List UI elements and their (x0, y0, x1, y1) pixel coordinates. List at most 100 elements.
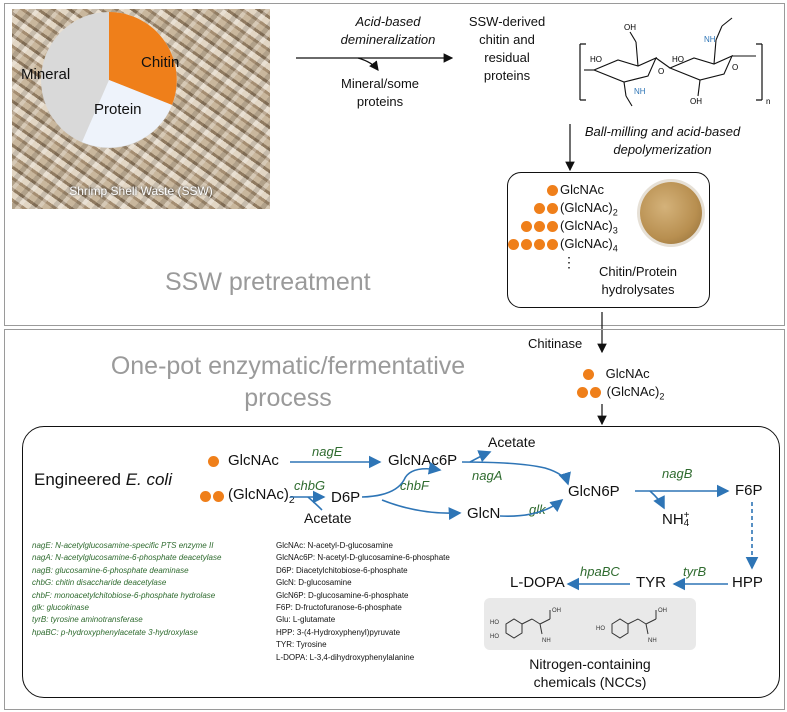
monomer-dot-icon (583, 369, 594, 381)
hydrolysate-row-4: (GlcNAc)4 (494, 236, 634, 254)
node-glcn6p: GlcN6P (568, 483, 620, 500)
composition-pie (41, 12, 177, 148)
legend-metabolite-row: GlcNAc6P: N-acetyl-D-glucosamine-6-phosp… (276, 553, 450, 563)
arrow-chbG-acetate (307, 496, 323, 511)
pie-label-protein: Protein (94, 101, 142, 118)
ecoli-box (22, 426, 780, 698)
dimer-dot-icon (590, 387, 601, 399)
mol-label-oh2: OH (658, 608, 667, 614)
hydrolysate-ellipsis: ⋮ (562, 254, 576, 270)
node-glcnac: GlcNAc (228, 452, 279, 469)
tetramer-dot-icon (508, 239, 519, 251)
legend-enzyme-row: glk: glucokinase (32, 603, 89, 613)
dimer-dot-icon (547, 203, 558, 215)
process-panel (4, 329, 785, 710)
step1-label-1: Acid-based (355, 14, 421, 29)
legend-metabolite-row: GlcNAc: N-acetyl-D-glucosamine (276, 541, 393, 550)
tyr-ring (611, 618, 629, 639)
hydrolysate-row-3: (GlcNAc)3 (506, 218, 630, 236)
product-1: SSW-derived (468, 14, 546, 29)
hydrolysate-row-1: GlcNAc (534, 182, 630, 197)
enzyme-chbF: chbF (400, 478, 429, 493)
dimer-dot-icon (534, 203, 545, 215)
struct-label-oh2: OH (690, 97, 702, 106)
enzyme-hpaBC: hpaBC (580, 564, 620, 579)
hydrolysate-row-2: (GlcNAc)2 (520, 200, 630, 218)
legend-enzyme-row: chbF: monoacetylchitobiose-6-phosphate h… (32, 590, 216, 600)
tetramer-dot-icon (534, 239, 545, 251)
node-glcn: GlcN (467, 505, 501, 522)
legend-metabolite-row: HPP: 3-(4-Hydroxyphenyl)pyruvate (276, 627, 401, 637)
struct-label-oh1: OH (624, 23, 636, 32)
legend-enzyme-row: hpaBC: p-hydroxyphenylacetate 3-hydroxyl… (32, 627, 198, 637)
legend-enzyme-row: nagB: glucosamine-6-phosphate deaminase (32, 565, 189, 575)
mol-label-ho3: HO (596, 626, 605, 632)
process-title-1: One-pot enzymatic/fermentative (110, 352, 466, 380)
node-nh4: NH+4 (662, 510, 690, 530)
hydrolysate-label-1: Chitin/Protein (598, 264, 678, 279)
glcnac2-dot-icon (213, 491, 224, 502)
process-title-2: process (244, 384, 332, 412)
node-tyr: TYR (636, 574, 666, 591)
byproduct-2: proteins (356, 94, 404, 109)
node-hpp: HPP (732, 574, 763, 591)
node-glcnac2: (GlcNAc)2 (228, 486, 295, 506)
pretreatment-panel (4, 3, 785, 326)
ldopa-ring (505, 618, 523, 639)
legend-metabolite-row: GlcN6P: D-glucosamine-6-phosphate (276, 590, 409, 600)
struct-label-n: n (766, 97, 770, 106)
glcnac-dot-icon (208, 456, 219, 467)
pie-slice-chitin (109, 12, 177, 105)
input-row-2: (GlcNAc)2 (577, 384, 664, 402)
monomer-dot-icon (547, 185, 558, 197)
struct-label-o1: O (658, 67, 664, 76)
node-d6p: D6P (331, 489, 361, 506)
struct-label-nh2: NH (634, 87, 646, 96)
product-3: residual (484, 50, 530, 65)
ncc-structures-box (484, 598, 696, 650)
chitin-structure: OH HO NH O NH HO OH O n (579, 17, 770, 107)
arrow-glk (499, 498, 564, 517)
enzyme-nagB: nagB (662, 466, 693, 481)
node-f6p: F6P (735, 482, 763, 499)
legend-metabolite-row: TYR: Tyrosine (276, 640, 327, 650)
step2-label-1: Ball-milling and acid-based (584, 124, 741, 139)
struct-label-ho1: HO (590, 55, 602, 64)
hydrolysate-powder-image (640, 182, 702, 244)
arrow-chbF-glcn (381, 499, 462, 520)
product-2: chitin and (479, 32, 535, 47)
arrow-nagB-nh4 (649, 490, 665, 510)
arrow-chbF-up (361, 461, 442, 498)
legend-enzyme-row: nagA: N-acetylglucosamine-6-phosphate de… (32, 553, 222, 563)
trimer-dot-icon (534, 221, 545, 233)
photo-caption: Shrimp Shell Waste (SSW) (69, 184, 213, 198)
legend-metabolite-row: Glu: L-glutamate (276, 615, 336, 625)
organism-label: Engineered E. coli (34, 470, 172, 489)
chitinase-label: Chitinase (528, 336, 583, 351)
legend-enzyme-row: tyrB: tyrosine aminotransferase (32, 615, 143, 625)
hydrolysate-label-2: hydrolysates (601, 282, 675, 297)
node-ldopa: L-DOPA (510, 574, 565, 591)
struct-label-ho2: HO (672, 55, 684, 64)
ncc-structures: OH NH HO HO OH NH HO (490, 608, 667, 644)
mol-label-nh2b: NH (648, 638, 657, 644)
enzyme-tyrB: tyrB (683, 564, 707, 579)
legend-metabolite-row: GlcN: D-glucosamine (276, 578, 352, 588)
dimer-dot-icon (577, 387, 588, 399)
legend-metabolite-row: L-DOPA: L-3,4-dihydroxyphenylalanine (276, 652, 415, 662)
glcnac2-dot-icon (200, 491, 211, 502)
legend-metabolite-row: F6P: D-fructofuranose-6-phosphate (276, 603, 402, 613)
legend-enzyme-row: nagE: N-acetylglucosamine-specific PTS e… (32, 541, 214, 550)
mol-label-ho2: HO (490, 634, 499, 640)
struct-label-o2: O (732, 63, 738, 72)
enzyme-legend: nagE: N-acetylglucosamine-specific PTS e… (32, 540, 272, 639)
node-acetate-top: Acetate (488, 434, 536, 450)
enzyme-chbG: chbG (294, 478, 326, 493)
legend-metabolite-row: D6P: Diacetylchitobiose-6-phosphate (276, 565, 408, 575)
step2-label-2: depolymerization (613, 142, 712, 157)
metabolite-legend: GlcNAc: N-acetyl-D-glucosamine GlcNAc6P:… (276, 540, 516, 664)
pie-slice-protein (82, 80, 172, 148)
tetramer-dot-icon (547, 239, 558, 251)
